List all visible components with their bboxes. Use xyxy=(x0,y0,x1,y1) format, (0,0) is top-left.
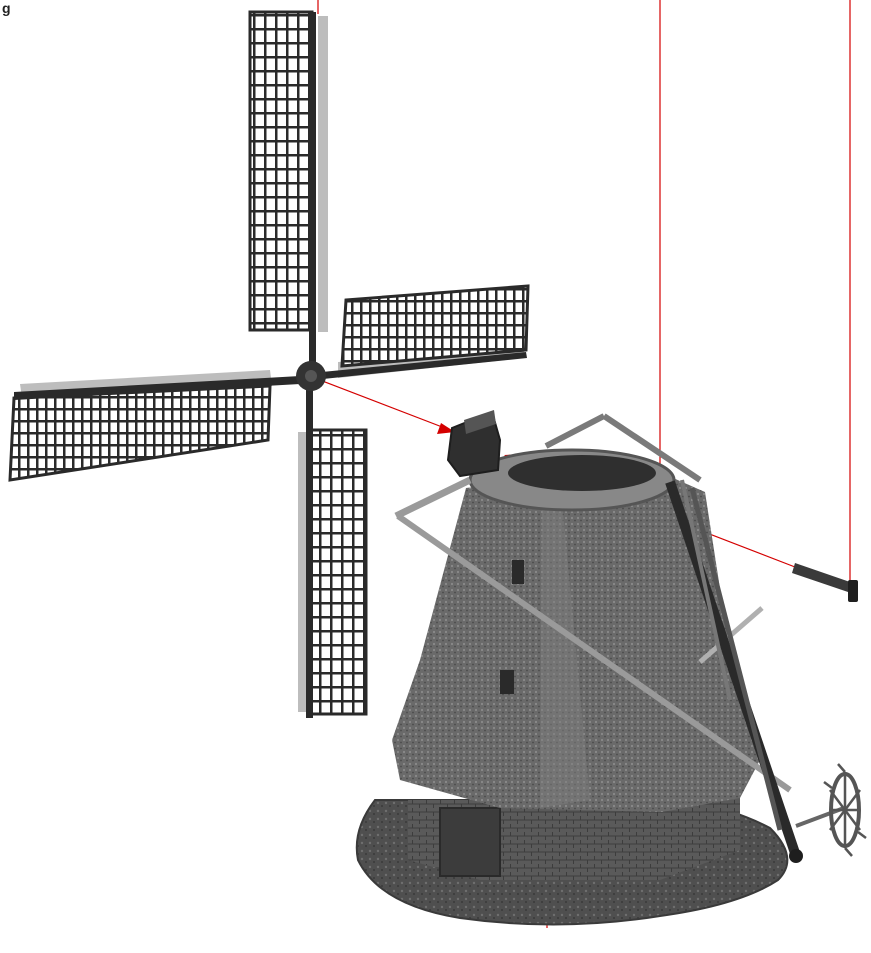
brace-rod-left xyxy=(396,480,470,516)
cap-ring-opening xyxy=(508,455,656,491)
sail-blade-top xyxy=(250,12,312,330)
sail-blade-top-shadow xyxy=(318,16,328,332)
brace-rod-top xyxy=(546,416,604,446)
axle-pin-shaft xyxy=(792,563,850,592)
sail-stock-top xyxy=(309,12,316,372)
axle-pin xyxy=(792,563,858,602)
tower-window-2 xyxy=(500,670,514,694)
figure-label: g xyxy=(2,0,11,16)
tower-window-1 xyxy=(512,560,524,584)
sail-blade-left xyxy=(10,386,270,480)
tower-door xyxy=(440,808,500,876)
tail-pole-end xyxy=(789,849,803,863)
arrow-hub-to-cap xyxy=(312,377,450,430)
sail-blade-bottom xyxy=(310,430,366,714)
sail-stock-bottom xyxy=(306,378,313,718)
axle-pin-head xyxy=(848,580,858,602)
winch-wheel xyxy=(796,764,866,856)
sail-hub-center xyxy=(305,370,317,382)
mill-tower xyxy=(357,410,803,925)
